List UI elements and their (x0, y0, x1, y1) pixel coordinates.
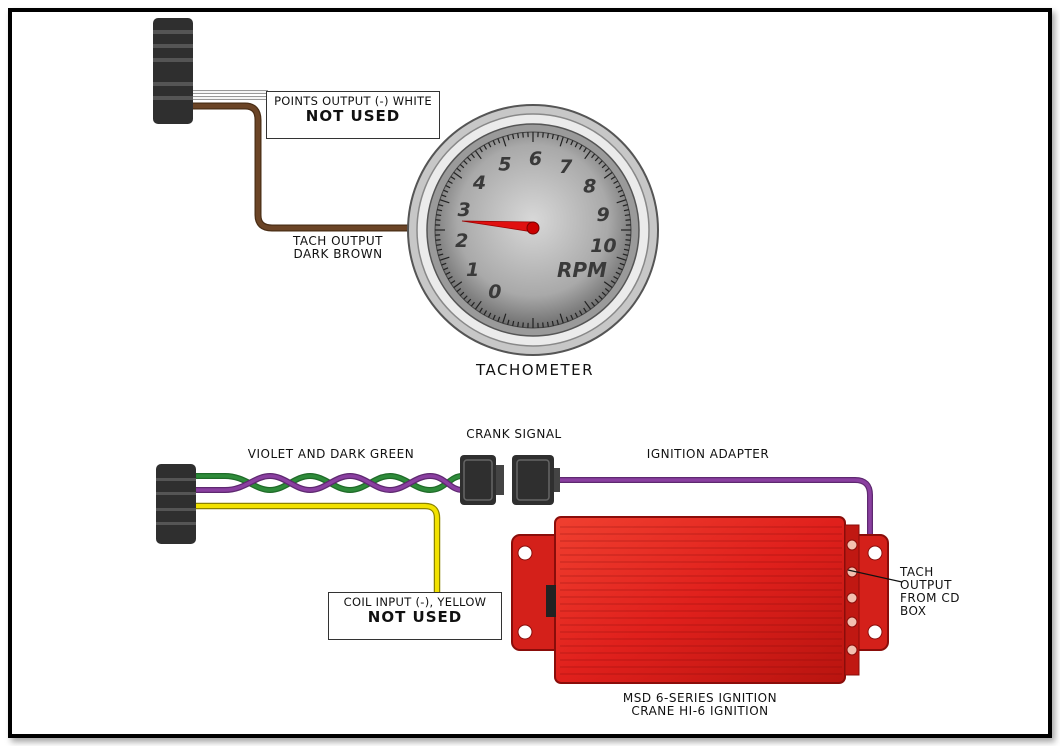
crank-signal-plug-male (460, 455, 504, 505)
points-output-label-box: POINTS OUTPUT (-) WHITE NOT USED (266, 91, 440, 139)
top-connector (153, 18, 193, 124)
tach-output-pointer (847, 569, 903, 583)
dial-number-8: 8 (583, 176, 596, 198)
dial-number-9: 9 (597, 204, 610, 226)
dial-number-7: 7 (559, 156, 573, 178)
dial-number-4: 4 (472, 172, 486, 194)
dial-number-1: 1 (466, 259, 479, 281)
dial-number-0: 0 (488, 281, 501, 303)
crank-signal-plug-female (512, 455, 560, 505)
tach-from-cd-line1: TACH (900, 565, 934, 579)
dial-ticks (435, 132, 631, 328)
box-ribs (560, 526, 842, 675)
dial-number-2: 2 (455, 230, 468, 252)
tach-from-cd-label: TACH OUTPUT FROM CD BOX (900, 566, 970, 618)
dial-number-10: 10 (590, 235, 616, 257)
dial-number-6: 6 (529, 148, 542, 170)
rpm-label: RPM (557, 258, 607, 282)
white-wire (193, 90, 268, 100)
violet-green-label: VIOLET AND DARK GREEN (247, 447, 415, 461)
ignition-box-label: MSD 6-SERIES IGNITION CRANE HI-6 IGNITIO… (585, 692, 815, 718)
crank-signal-label: CRANK SIGNAL (466, 427, 562, 441)
yellow-wire (196, 502, 441, 592)
box-label-line2: CRANE HI-6 IGNITION (631, 704, 769, 718)
tach-output-line1: TACH OUTPUT (292, 234, 384, 248)
dial-number-3: 3 (458, 199, 471, 221)
ignition-adapter-label: IGNITION ADAPTER (646, 447, 770, 461)
tach-from-cd-line4: BOX (900, 604, 927, 618)
crank-connector-left (156, 464, 196, 544)
dial-number-5: 5 (498, 154, 511, 176)
points-output-text: POINTS OUTPUT (-) WHITE (274, 94, 432, 108)
coil-input-label-box: COIL INPUT (-), YELLOW NOT USED (328, 592, 502, 640)
coil-not-used-text: NOT USED (367, 608, 463, 626)
tach-from-cd-line2: OUTPUT (900, 578, 952, 592)
tach-output-label: TACH OUTPUT DARK BROWN (280, 235, 396, 261)
points-not-used-text: NOT USED (305, 107, 401, 125)
tach-output-line2: DARK BROWN (293, 247, 383, 261)
tach-from-cd-line3: FROM CD (900, 591, 960, 605)
box-label-line1: MSD 6-SERIES IGNITION (622, 691, 778, 705)
tachometer-title: TACHOMETER (475, 361, 595, 379)
ignition-box (511, 516, 889, 684)
coil-input-text: COIL INPUT (-), YELLOW (343, 595, 487, 609)
